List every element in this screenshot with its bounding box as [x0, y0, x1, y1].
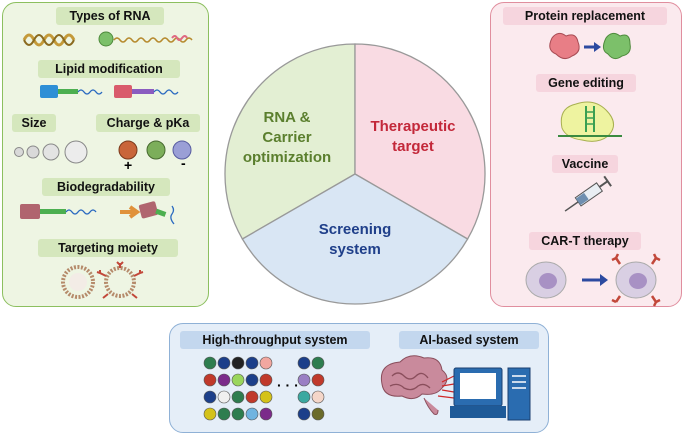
positive-charge-symbol: + [124, 157, 133, 173]
extra-well-column-icon [297, 356, 325, 421]
well [311, 373, 325, 387]
well [203, 373, 217, 387]
well [297, 373, 311, 387]
protein-replacement-icon [549, 32, 631, 60]
car-t-therapy-label: CAR-T therapy [529, 232, 641, 250]
well [259, 407, 273, 421]
size-spheres-icon [14, 140, 88, 164]
wheel-segment-rna-carrier [224, 43, 356, 240]
strategy-wheel [224, 43, 486, 305]
well [297, 356, 311, 370]
syringe-icon [564, 175, 612, 212]
well [217, 407, 231, 421]
well [245, 373, 259, 387]
lipid-modification-label: Lipid modification [38, 60, 180, 78]
biodegradability-label: Biodegradability [42, 178, 170, 196]
therapeutic-target-panel [490, 2, 682, 307]
brain-computer-icon [380, 355, 531, 421]
well [203, 407, 217, 421]
car-t-therapy-icon [525, 253, 661, 307]
lipid-modification-icon [40, 85, 179, 98]
well [217, 356, 231, 370]
well [217, 390, 231, 404]
well [231, 373, 245, 387]
well [259, 356, 273, 370]
screening-system-text: Screening system [318, 221, 392, 258]
therapeutic-target-text: Therapeutic target [370, 118, 456, 155]
well [217, 373, 231, 387]
targeting-moiety-label: Targeting moiety [38, 239, 178, 257]
well [231, 390, 245, 404]
targeting-moiety-icon [61, 261, 144, 299]
well [231, 407, 245, 421]
biodegradability-icon [20, 201, 175, 225]
wheel-segment-screening [241, 173, 469, 305]
well [259, 390, 273, 404]
well [245, 356, 259, 370]
rna-types-icon [22, 31, 193, 47]
gene-editing-label: Gene editing [536, 74, 636, 92]
well [203, 356, 217, 370]
size-label: Size [12, 114, 56, 132]
high-throughput-label: High-throughput system [180, 331, 370, 349]
well [245, 407, 259, 421]
well [203, 390, 217, 404]
well [311, 407, 325, 421]
well [259, 373, 273, 387]
charge-pka-label: Charge & pKa [96, 114, 200, 132]
vaccine-label: Vaccine [552, 155, 618, 173]
well [297, 407, 311, 421]
well-plate-icon [203, 356, 273, 421]
protein-replacement-label: Protein replacement [503, 7, 667, 25]
ellipsis-dots: · · · [277, 377, 299, 393]
well [311, 390, 325, 404]
gene-editing-icon [558, 101, 622, 142]
types-of-rna-label: Types of RNA [56, 7, 164, 25]
ai-based-label: AI-based system [399, 331, 539, 349]
rna-carrier-optimization-text: RNA & Carrier optimization [242, 109, 332, 166]
well [297, 390, 311, 404]
well [231, 356, 245, 370]
well [311, 356, 325, 370]
well [245, 390, 259, 404]
negative-charge-symbol: - [181, 155, 186, 171]
wheel-segment-therapeutic [354, 43, 486, 240]
charge-spheres-icon [118, 140, 192, 160]
